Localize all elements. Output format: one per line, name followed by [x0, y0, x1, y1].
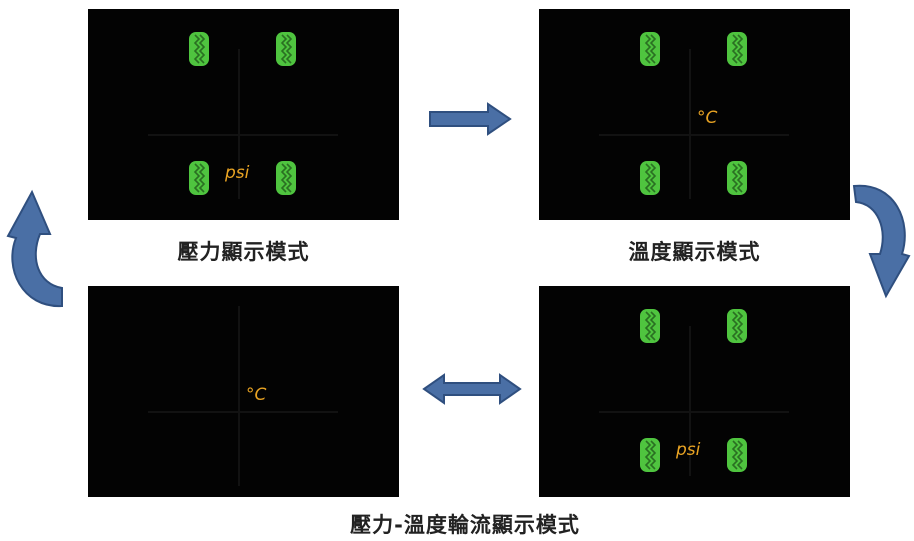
curved-arrow-down [850, 182, 912, 302]
alternating-temperature-screen: °C [88, 286, 399, 497]
faint-line [148, 134, 338, 136]
pressure-mode-screen: psi [88, 9, 399, 220]
alternating-mode-caption: 壓力-溫度輪流顯示模式 [350, 513, 580, 537]
tire-icon [275, 31, 297, 67]
faint-line [238, 49, 240, 199]
tire-icon [188, 31, 210, 67]
double-arrow [422, 373, 522, 405]
temperature-unit-label: °C [697, 108, 718, 128]
right-arrow [428, 102, 512, 136]
temperature-unit-label: °C [246, 385, 267, 405]
tire-icon [639, 160, 661, 196]
tire-icon [639, 31, 661, 67]
faint-line [599, 411, 789, 413]
alternating-pressure-screen: psi [539, 286, 850, 497]
temperature-mode-screen: °C [539, 9, 850, 220]
tire-icon [726, 308, 748, 344]
tire-icon [726, 31, 748, 67]
temperature-mode-caption: 溫度顯示模式 [628, 240, 761, 264]
faint-line [689, 326, 691, 476]
tire-icon [726, 437, 748, 473]
pressure-unit-label: psi [676, 440, 701, 460]
faint-line [148, 411, 338, 413]
tire-icon [188, 160, 210, 196]
tire-icon [726, 160, 748, 196]
faint-line [689, 49, 691, 199]
pressure-mode-caption: 壓力顯示模式 [177, 240, 310, 264]
faint-line [599, 134, 789, 136]
tire-icon [639, 308, 661, 344]
faint-line [238, 306, 240, 486]
tire-icon [275, 160, 297, 196]
tire-icon [639, 437, 661, 473]
pressure-unit-label: psi [225, 163, 250, 183]
curved-arrow-up [4, 188, 68, 310]
